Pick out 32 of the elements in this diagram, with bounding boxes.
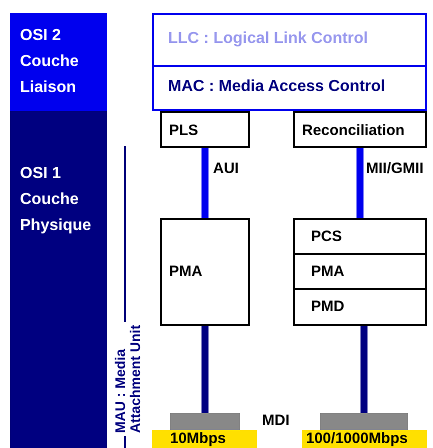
speed-bar [152, 430, 257, 448]
layer-band [10, 13, 107, 111]
layer-label: 100/1000Mbps [306, 430, 408, 448]
connector-bar [320, 413, 408, 430]
layer-label: 10Mbps [170, 430, 226, 448]
sublayer-box [160, 111, 250, 148]
layer-title: OSI 2 Couche Liaison [20, 26, 80, 98]
sublayer-box [152, 13, 427, 67]
speed-bar [302, 430, 427, 448]
sublayer-box [293, 288, 427, 326]
connector-line [360, 326, 368, 413]
layer-title: OSI 1 Couche Physique [20, 164, 92, 236]
connector-line [202, 148, 208, 218]
connector-line [202, 326, 208, 413]
sublayer-box [293, 111, 427, 148]
connector-line [356, 148, 364, 218]
layer-label: Reconciliation [302, 122, 405, 139]
layer-label: MAC : Media Access Control [168, 78, 386, 96]
layer-label: PMA [311, 263, 344, 280]
layer-label: PMA [169, 263, 202, 280]
layer-label: PLS [169, 122, 198, 139]
layer-label: LLC : Logical Link Control [168, 30, 368, 48]
connector-bar [170, 413, 240, 430]
sublayer-box [293, 253, 427, 290]
sublayer-box [293, 218, 427, 255]
layer-label: PCS [311, 228, 342, 245]
interface-label: MDI [262, 412, 290, 429]
sublayer-box [152, 65, 427, 111]
layer-label: PMD [311, 298, 344, 315]
vertical-label: MAU : Media Attachment Unit [113, 324, 143, 433]
sublayer-box [160, 218, 250, 326]
layer-band [10, 111, 107, 448]
